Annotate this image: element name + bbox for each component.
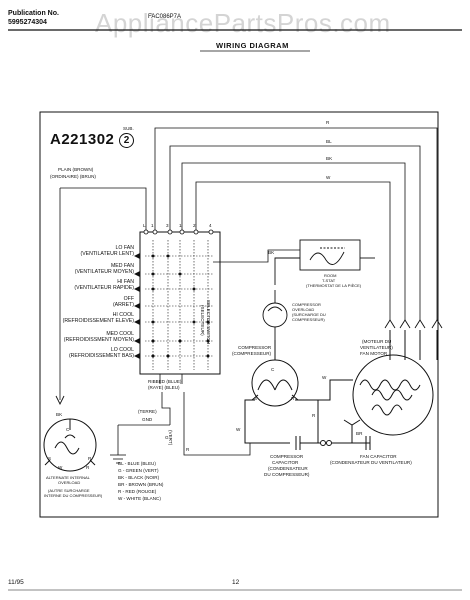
terminal-label: 1 xyxy=(179,223,182,228)
mode-label: MED COOL xyxy=(106,331,134,337)
overload-wire-w-label: W xyxy=(58,465,63,470)
overload-label: COMPRESSOR xyxy=(292,302,321,307)
internal-overload-label-2: OVERLOAD xyxy=(58,480,81,485)
diagram-id: A221302 xyxy=(50,131,115,148)
overload-terminal-r: R xyxy=(88,456,92,461)
overload-label-2: OVERLOAD xyxy=(292,307,315,312)
mode-label: LO COOL xyxy=(110,347,134,353)
wire-label-bl: BL xyxy=(326,139,332,144)
overload-wire-r-label: R xyxy=(86,465,90,470)
ribbed-label: RIBBED (BLUE) xyxy=(148,379,182,384)
mode-label: OFF xyxy=(123,296,134,302)
publication-number: 5995274304 xyxy=(8,19,47,26)
section-title: WIRING DIAGRAM xyxy=(216,41,289,50)
gnd-label: GND xyxy=(142,417,153,422)
compressor-label-fr: (COMPRESSEUR) xyxy=(232,351,272,356)
wire-label-w: W xyxy=(326,175,331,180)
wire-label-r: R xyxy=(326,120,330,125)
thermostat-label-2: T-STAT xyxy=(322,278,336,283)
terminal-s-label: S xyxy=(254,396,258,401)
mode-label: LO FAN xyxy=(115,245,134,251)
sub-number-badge: 2 xyxy=(119,133,134,148)
watermark: AppliancePartsPros.com xyxy=(95,8,391,38)
mode-label: HI COOL xyxy=(112,312,134,318)
legend-item: G - GREEN (VERT) xyxy=(118,468,159,473)
wire-w-label: W xyxy=(236,427,241,432)
terminal-c-label: C xyxy=(271,367,275,372)
legend-item: BR - BROWN (BRUN) xyxy=(118,482,164,487)
fan-motor-label-fr-2: VENTILATEUR) xyxy=(360,345,393,350)
mode-label: HI FAN xyxy=(117,279,134,285)
fan-capacitor-label-fr: (CONDENSATEUR DU VENTILATEUR) xyxy=(330,460,412,465)
plain-wire-label-fr: (ORDINAIRE) (BRUN) xyxy=(50,174,96,179)
overload-wire-bk-label: BK xyxy=(56,412,63,417)
compressor-capacitor-label: COMPRESSOR xyxy=(270,454,304,459)
internal-overload-label-fr-2: INTERNE DU COMPRESSEUR) xyxy=(44,493,103,498)
terminal-label: 3 xyxy=(166,223,169,228)
mode-label-fr: (REFROIDISSEMENT BAS) xyxy=(68,353,134,359)
sub-label: SUB. xyxy=(123,126,134,131)
legend-item: BK - BLACK (NOIR) xyxy=(118,475,160,480)
terminal-label: 1 xyxy=(151,223,154,228)
fan-motor-label: FAN MOTOR xyxy=(360,351,388,356)
fan-motor-label-fr: (MOTEUR DU xyxy=(362,339,392,344)
overload-label-fr-2: COMPRESSEUR) xyxy=(292,317,325,322)
ribbed-label-fr: (RAYE) (BLEU) xyxy=(148,385,180,390)
overload-terminal-c: C xyxy=(66,427,70,432)
mode-label-fr: (VENTILATEUR RAPIDE) xyxy=(74,285,134,291)
wire-r-label: R xyxy=(312,413,316,418)
terminal-label: 4 xyxy=(209,223,212,228)
selector-switch-label: SELECTOR SWITCH xyxy=(206,300,211,345)
terminal-r-label: R xyxy=(291,396,295,401)
thermostat-label: ROOM xyxy=(324,273,337,278)
plain-wire-label: PLAIN (BROWN) xyxy=(58,167,94,172)
mode-label-fr: (VENTILATEUR MOYEN) xyxy=(74,269,134,275)
legend-item: W - WHITE (BLANC) xyxy=(118,496,161,501)
legend-item: BL - BLUE (BLEU) xyxy=(118,461,156,466)
publication-label: Publication No. xyxy=(8,10,59,17)
compressor-capacitor-label-2: CAPACITOR xyxy=(272,460,299,465)
wire-r-label-2: R xyxy=(186,447,190,452)
wire-br-label: BR xyxy=(356,431,363,436)
footer-page-number: 12 xyxy=(232,579,240,586)
mode-label-fr: (REFROIDISSEMENT ELEVE) xyxy=(62,318,134,324)
wire-label-bk: BK xyxy=(326,156,333,161)
terminal-label: L xyxy=(143,223,146,228)
wire-bk-label: BK xyxy=(268,250,275,255)
footer-date: 11/95 xyxy=(8,579,24,586)
internal-overload-label-fr: (AUTRE SURCHARGE xyxy=(48,488,90,493)
terminal-label: 2 xyxy=(193,223,196,228)
mode-label: MED FAN xyxy=(110,263,134,269)
compressor-label: COMPRESSOR xyxy=(238,345,272,350)
internal-overload-label: ALTERNATE INTERNAL xyxy=(46,475,90,480)
mode-label-fr: (REFROIDISSMENT MOYEN) xyxy=(63,337,134,343)
legend-item: R - RED (ROUGE) xyxy=(118,489,157,494)
mode-label-fr: (VENTILATEUR LENT) xyxy=(80,251,134,257)
fan-wire-w-label: W xyxy=(322,375,327,380)
wire-g-label: G xyxy=(165,435,169,440)
model-number: FAC086P7A xyxy=(148,14,182,20)
compressor-capacitor-label-fr: (CONDENSATEUR xyxy=(268,466,308,471)
compressor-capacitor-label-fr-2: DU COMPRESSEUR) xyxy=(264,472,310,477)
fan-capacitor-label: FAN CAPACITOR xyxy=(360,454,397,459)
terre-label: (TERRE) xyxy=(138,409,157,414)
overload-label-fr: (SURCHARGE DU xyxy=(292,312,326,317)
selector-switch-label-fr: (SELECTEUR) xyxy=(200,305,205,336)
mode-label-fr: (ARRET) xyxy=(112,302,134,308)
overload-terminal-s: S xyxy=(48,456,52,461)
thermostat-label-fr: (THERMOSTAT DE LA PIÈCE) xyxy=(306,283,362,288)
